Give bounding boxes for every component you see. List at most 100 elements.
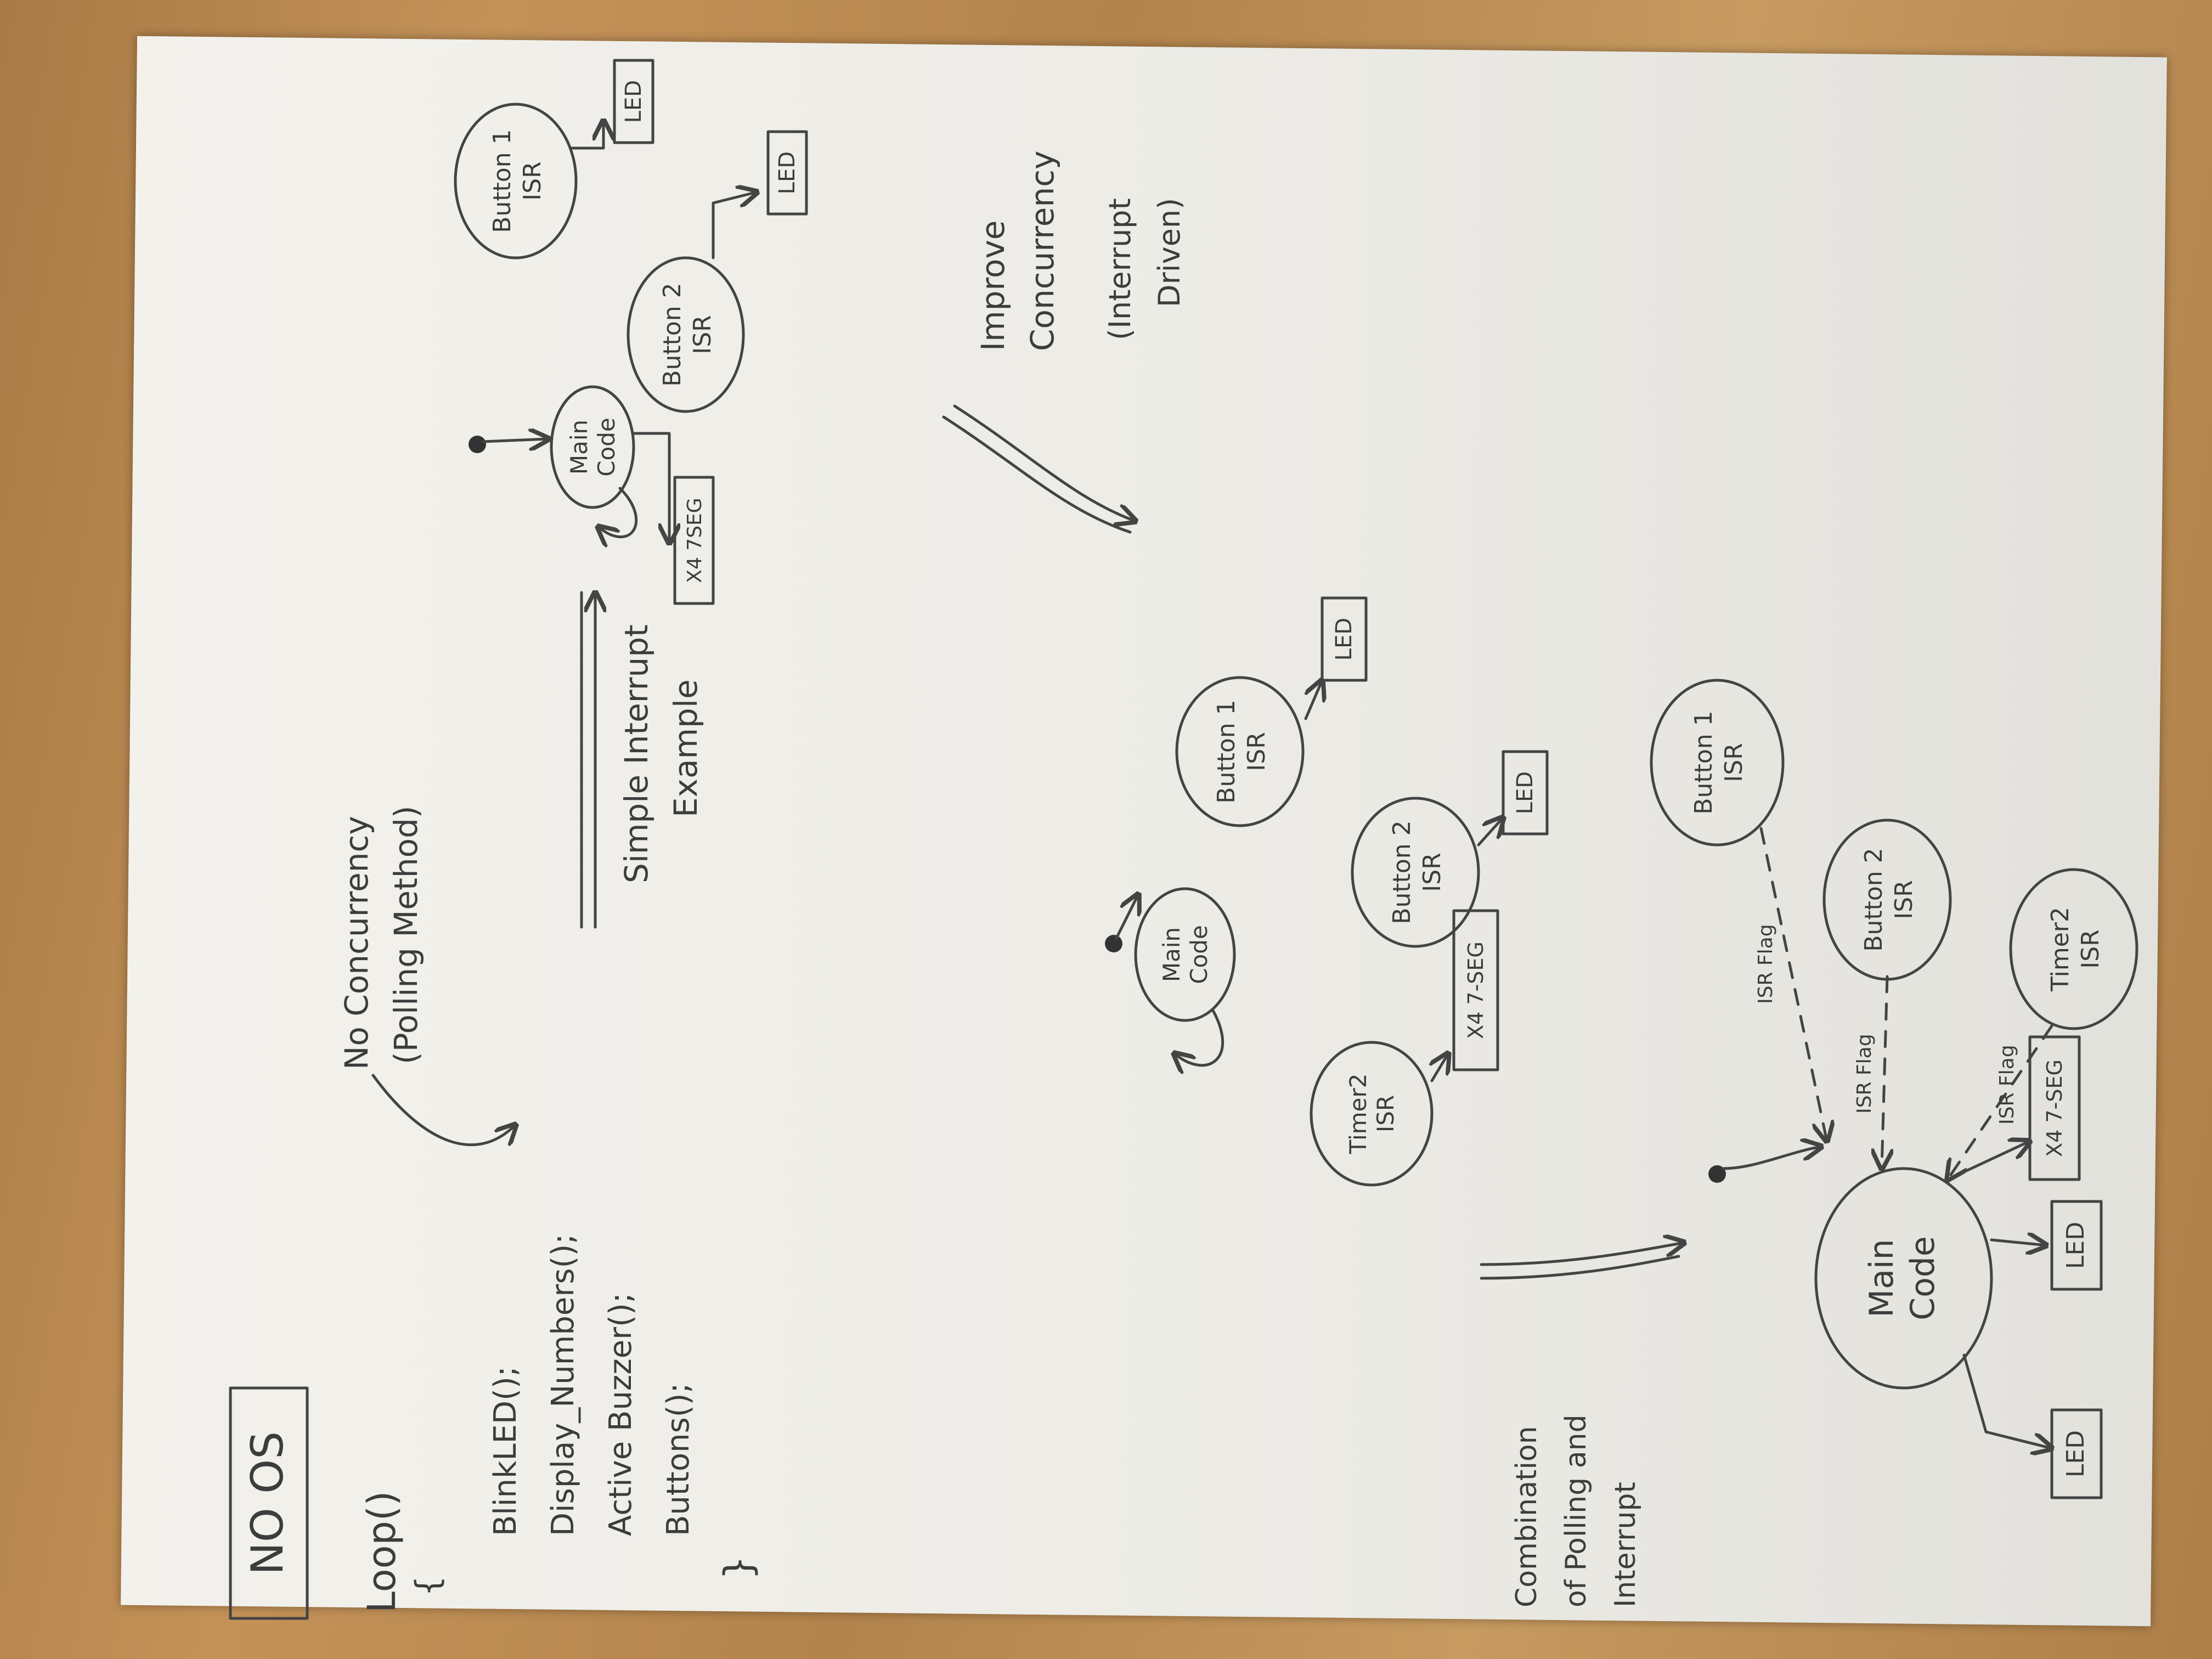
display-box	[673, 476, 715, 605]
note-no-concurrency-line-2: (Polling Method)	[387, 805, 425, 1064]
display-box	[1452, 909, 1499, 1071]
button-2-isr-label-1: Button 2	[1388, 820, 1416, 924]
button-1-isr-label-1: Button 1	[1690, 710, 1718, 814]
timer2-isr-label-1: Timer2	[2046, 907, 2074, 992]
button-2-isr-label-1: Button 2	[1860, 848, 1888, 951]
note-improve-line-2: Concurrency	[1024, 151, 1061, 351]
brace-open: {	[409, 1576, 447, 1596]
arrow-to-display	[632, 432, 669, 543]
led-label-1: LED	[1331, 618, 1357, 661]
button-2-isr-node	[1351, 797, 1480, 948]
self-loop-arrow	[1174, 1008, 1224, 1065]
led-label-1: LED	[621, 80, 646, 123]
button-2-isr-node	[627, 256, 745, 413]
button-1-isr-label-2: ISR	[518, 161, 546, 200]
button-2-isr-label-1: Button 2	[658, 283, 686, 386]
led-box-1	[613, 59, 654, 144]
start-arrow	[1115, 894, 1138, 940]
button-2-isr-label-2: ISR	[1418, 853, 1446, 891]
brace-close: }	[716, 1555, 761, 1580]
note-combination-line-3: Interrupt	[1609, 1482, 1642, 1607]
led-label-2: LED	[775, 151, 800, 194]
diagram-2-interrupt-driven: Main Code Timer2 ISR X4 7-SEG Button 1 I…	[1105, 596, 1549, 1187]
start-dot	[1105, 935, 1122, 952]
main-code-label-1: Main	[1863, 1239, 1901, 1317]
display-box	[2028, 1035, 2081, 1181]
title-box: NO OS	[229, 1386, 309, 1620]
led-box-2	[766, 130, 808, 216]
button-1-isr-node	[454, 103, 578, 259]
button-1-isr-label-2: ISR	[1720, 743, 1748, 782]
note-improve-line-1: Improve	[974, 221, 1012, 352]
arrow-isr2-led	[1477, 817, 1503, 847]
curved-arrow-line-b	[953, 404, 1136, 521]
diagram-1-simple-interrupt: Main Code X4 7SEG Button 1 ISR LED Butto…	[454, 59, 808, 605]
arrow-to-code	[371, 1074, 516, 1145]
curved-arrow-line-a	[1480, 1255, 1680, 1280]
arrow-main-led-2	[1990, 1240, 2046, 1245]
button-1-isr-node	[1650, 679, 1785, 847]
flag-label-1: ISR Flag	[1754, 924, 1777, 1004]
button-1-isr-node	[1175, 676, 1305, 827]
loop-open: Loop()	[359, 1491, 404, 1613]
main-code-label-2: Code	[1186, 925, 1212, 984]
main-code-label-2: Code	[593, 417, 620, 477]
led-label-1: LED	[2062, 1430, 2090, 1477]
start-dot	[1708, 1165, 1726, 1183]
flag-arrow-3	[1948, 1024, 2053, 1180]
button-1-isr-label-2: ISR	[1243, 732, 1271, 771]
arrow-isr1-led	[1306, 680, 1322, 720]
code-line-4: Buttons();	[661, 1383, 696, 1536]
led-box-2	[2050, 1200, 2103, 1291]
timer2-isr-node	[1310, 1041, 1434, 1187]
curved-arrow-line-b	[1480, 1243, 1684, 1266]
note-interrupt-driven-line-2: Driven)	[1152, 198, 1187, 307]
led-label-2: LED	[1513, 771, 1538, 814]
arrow-isr1-led	[569, 121, 603, 150]
main-code-node	[1134, 887, 1236, 1022]
button-1-isr-label-1: Button 1	[1212, 699, 1240, 803]
start-dot	[469, 436, 486, 453]
note-simple-interrupt-line-2: Example	[667, 679, 704, 817]
note-no-concurrency-line-1: No Concurrency	[338, 816, 375, 1070]
arrow-timer-display	[1432, 1053, 1448, 1082]
led-label-2: LED	[2062, 1222, 2090, 1269]
loop-code: Loop() { BlinkLED(); Display_Numbers(); …	[359, 1234, 761, 1613]
note-simple-interrupt-line-1: Simple Interrupt	[618, 624, 655, 883]
self-loop-arrow	[598, 487, 638, 537]
led-box-1	[2050, 1408, 2103, 1499]
main-code-node	[550, 385, 635, 509]
timer2-isr-label-2: ISR	[2076, 929, 2104, 968]
note-combination-line-1: Combination	[1510, 1426, 1543, 1607]
display-label: X4 7-SEG	[2042, 1059, 2067, 1157]
timer2-isr-node	[2009, 868, 2138, 1030]
code-line-3: Active Buzzer();	[603, 1293, 639, 1536]
button-2-isr-label-2: ISR	[1890, 880, 1918, 919]
button-1-isr-label-1: Button 1	[488, 129, 516, 233]
main-code-label-2: Code	[1904, 1236, 1942, 1321]
note-interrupt-driven-line-1: (Interrupt	[1103, 198, 1137, 340]
timer2-isr-label-2: ISR	[1372, 1095, 1399, 1132]
rotated-page: NO OS Loop() { BlinkLED(); Display_Numbe…	[229, 59, 2138, 1620]
arrow-isr2-led	[712, 192, 757, 259]
arrow-main-display	[1946, 1141, 2030, 1181]
led-box-1	[1321, 596, 1368, 682]
main-code-label-1: Main	[566, 420, 592, 475]
timer2-isr-label-1: Timer2	[1345, 1074, 1372, 1155]
note-simple-interrupt: Simple Interrupt Example	[580, 592, 704, 929]
code-line-2: Display_Numbers();	[545, 1234, 581, 1536]
flag-label-2: ISR Flag	[1853, 1034, 1876, 1114]
main-code-node	[1814, 1167, 1993, 1390]
display-label: X4 7SEG	[684, 498, 706, 583]
note-no-concurrency: No Concurrency (Polling Method)	[338, 805, 516, 1144]
led-box-2	[1502, 750, 1549, 836]
code-line-1: BlinkLED();	[488, 1366, 523, 1536]
diagram-3-combination: Main Code Button 1 ISR Button 2 ISR Time…	[1650, 679, 2138, 1499]
flag-arrow-2	[1882, 975, 1887, 1169]
flag-label-3: ISR Flag	[1996, 1045, 2018, 1125]
start-arrow	[481, 439, 549, 442]
start-arrow	[1721, 1147, 1821, 1170]
curved-arrow-line-a	[942, 415, 1132, 534]
